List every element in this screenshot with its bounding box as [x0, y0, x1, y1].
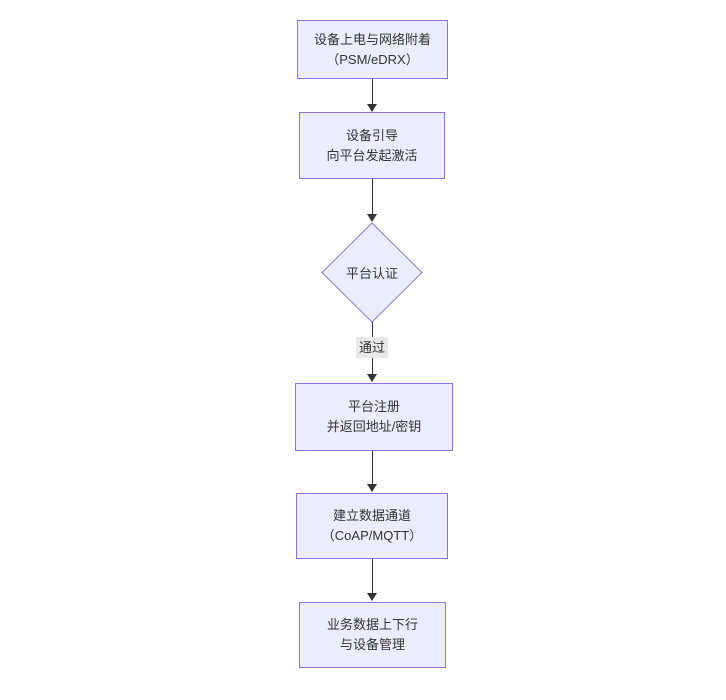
node-platform-register: 平台注册 并返回地址/密钥: [295, 383, 453, 451]
node-text-line: 设备引导: [345, 127, 398, 143]
edge-line: [371, 559, 373, 595]
arrowhead-down-icon: [367, 593, 377, 601]
edge-line: [371, 79, 373, 106]
node-bootstrap-activate: 设备引导 向平台发起激活: [299, 112, 445, 179]
node-text-line: （CoAP/MQTT）: [321, 528, 423, 543]
node-text-line: 向平台发起激活: [326, 147, 418, 163]
node-text-line: （PSM/eDRX）: [326, 51, 419, 67]
node-text-line: 平台注册: [347, 399, 400, 414]
edge-bootstrap-to-auth: [367, 179, 377, 222]
node-text-line: 建立数据通道: [332, 508, 411, 523]
arrowhead-down-icon: [367, 374, 377, 382]
arrowhead-down-icon: [367, 484, 377, 492]
node-business-data: 业务数据上下行 与设备管理: [299, 602, 446, 668]
node-text-line: 设备上电与网络附着: [313, 31, 431, 47]
decision-platform-auth: 平台认证: [321, 222, 423, 323]
node-text-line: 与设备管理: [339, 637, 405, 652]
arrowhead-down-icon: [367, 214, 377, 222]
node-data-channel: 建立数据通道 （CoAP/MQTT）: [296, 493, 448, 559]
node-text-line: 业务数据上下行: [326, 617, 418, 632]
decision-label: 平台认证: [345, 266, 398, 281]
arrowhead-down-icon: [367, 104, 377, 112]
edge-line: [371, 179, 373, 216]
edge-line: [371, 451, 373, 486]
edge-label-pass: 通过: [355, 337, 389, 358]
node-power-network-attach: 设备上电与网络附着 （PSM/eDRX）: [297, 20, 448, 79]
edge-channel-to-business: [367, 559, 377, 601]
edge-power-to-bootstrap: [367, 79, 377, 112]
edge-register-to-channel: [367, 451, 377, 492]
node-text-line: 并返回地址/密钥: [326, 419, 422, 434]
